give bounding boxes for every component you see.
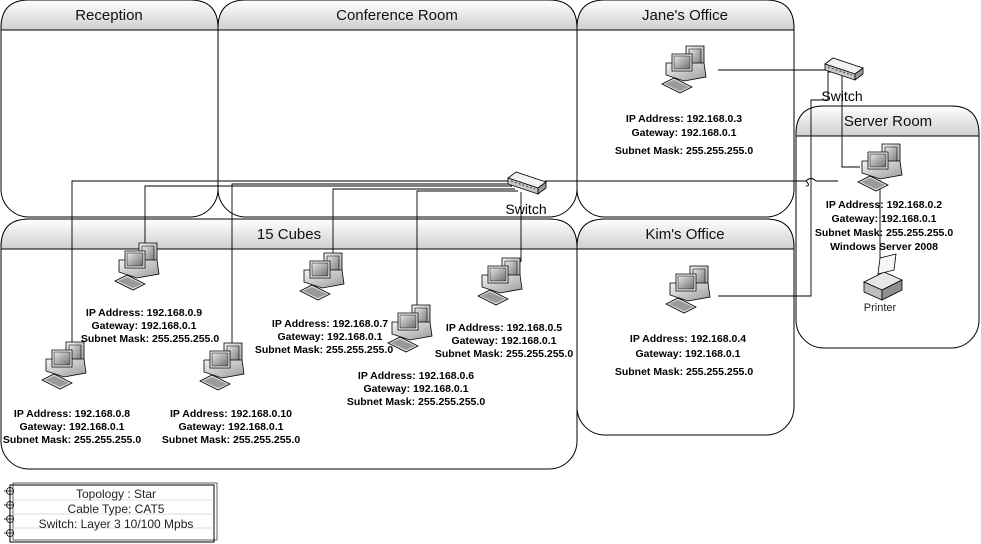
computer-pc5: IP Address: 192.168.0.5 Gateway: 192.168…: [435, 257, 573, 360]
gateway: Gateway: 192.168.0.1: [277, 331, 382, 343]
legend-cable-type: Cable Type: CAT5: [68, 502, 165, 516]
room-title-cubes: 15 Cubes: [257, 226, 321, 243]
switch-icon: [824, 57, 864, 81]
computer-jane: IP Address: 192.168.0.3 Gateway: 192.168…: [615, 45, 753, 157]
server-os: Windows Server 2008: [830, 241, 938, 253]
computer-kim: IP Address: 192.168.0.4 Gateway: 192.168…: [615, 265, 753, 378]
room-title-kim: Kim's Office: [645, 226, 724, 243]
room-title-reception: Reception: [75, 7, 143, 24]
cable-pc9: [144, 185, 512, 250]
cable-pc7: [332, 188, 515, 253]
ip-address: IP Address: 192.168.0.3: [626, 113, 742, 125]
legend-topology: Topology : Star: [76, 487, 156, 501]
gateway: Gateway: 192.168.0.1: [635, 348, 740, 360]
room-reception: Reception: [0, 0, 219, 218]
legend-switch: Switch: Layer 3 10/100 Mpbs: [39, 517, 194, 531]
switch-conference: Switch: [505, 171, 547, 217]
ip-address: IP Address: 192.168.0.6: [358, 370, 474, 382]
gateway: Gateway: 192.168.0.1: [91, 320, 196, 332]
legend: Topology : Star Cable Type: CAT5 Switch:…: [4, 482, 218, 543]
cables: [71, 69, 881, 345]
printer: Printer: [863, 253, 903, 314]
subnet-mask: Subnet Mask: 255.255.255.0: [81, 333, 219, 345]
computer-pc6: IP Address: 192.168.0.6 Gateway: 192.168…: [347, 304, 485, 408]
ip-address: IP Address: 192.168.0.2: [826, 199, 942, 211]
subnet-mask: Subnet Mask: 255.255.255.0: [3, 434, 141, 446]
computer-pc9: IP Address: 192.168.0.9 Gateway: 192.168…: [81, 242, 219, 345]
gateway: Gateway: 192.168.0.1: [631, 127, 736, 139]
spiral-binding: [4, 487, 14, 537]
room-kim-office: Kim's Office: [576, 218, 795, 436]
switch-label: Switch: [821, 88, 862, 104]
ip-address: IP Address: 192.168.0.4: [630, 333, 746, 345]
room-title-conference: Conference Room: [336, 7, 458, 24]
switch-label: Switch: [505, 201, 546, 217]
ip-address: IP Address: 192.168.0.10: [170, 408, 292, 420]
subnet-mask: Subnet Mask: 255.255.255.0: [435, 348, 573, 360]
cable-pc6: [416, 190, 518, 305]
subnet-mask: Subnet Mask: 255.255.255.0: [162, 434, 300, 446]
computer-server: IP Address: 192.168.0.2 Gateway: 192.168…: [815, 143, 953, 253]
room-title-server: Server Room: [844, 113, 932, 130]
room-jane-office: Jane's Office: [576, 0, 795, 218]
subnet-mask: Subnet Mask: 255.255.255.0: [615, 366, 753, 378]
cable-server: [841, 70, 860, 168]
cable-pc10: [231, 183, 512, 345]
cable-kim: [718, 71, 836, 297]
room-title-jane: Jane's Office: [642, 7, 728, 24]
printer-label: Printer: [864, 302, 897, 314]
computer-pc8: IP Address: 192.168.0.8 Gateway: 192.168…: [3, 341, 141, 446]
ip-address: IP Address: 192.168.0.8: [14, 408, 130, 420]
ip-address: IP Address: 192.168.0.5: [446, 322, 562, 334]
gateway: Gateway: 192.168.0.1: [178, 421, 283, 433]
gateway: Gateway: 192.168.0.1: [831, 213, 936, 225]
computer-pc7: IP Address: 192.168.0.7 Gateway: 192.168…: [255, 252, 393, 356]
printer-icon: [863, 253, 903, 301]
subnet-mask: Subnet Mask: 255.255.255.0: [347, 396, 485, 408]
ip-address: IP Address: 192.168.0.9: [86, 307, 202, 319]
gateway: Gateway: 192.168.0.1: [451, 335, 556, 347]
room-conference: Conference Room: [217, 0, 578, 218]
gateway: Gateway: 192.168.0.1: [19, 421, 124, 433]
subnet-mask: Subnet Mask: 255.255.255.0: [615, 145, 753, 157]
ip-address: IP Address: 192.168.0.7: [272, 318, 388, 330]
switch-top: Switch: [821, 57, 864, 104]
gateway: Gateway: 192.168.0.1: [363, 383, 468, 395]
subnet-mask: Subnet Mask: 255.255.255.0: [255, 344, 393, 356]
cable-pc8: [71, 180, 515, 342]
subnet-mask: Subnet Mask: 255.255.255.0: [815, 227, 953, 239]
computer-pc10: IP Address: 192.168.0.10 Gateway: 192.16…: [162, 342, 300, 446]
